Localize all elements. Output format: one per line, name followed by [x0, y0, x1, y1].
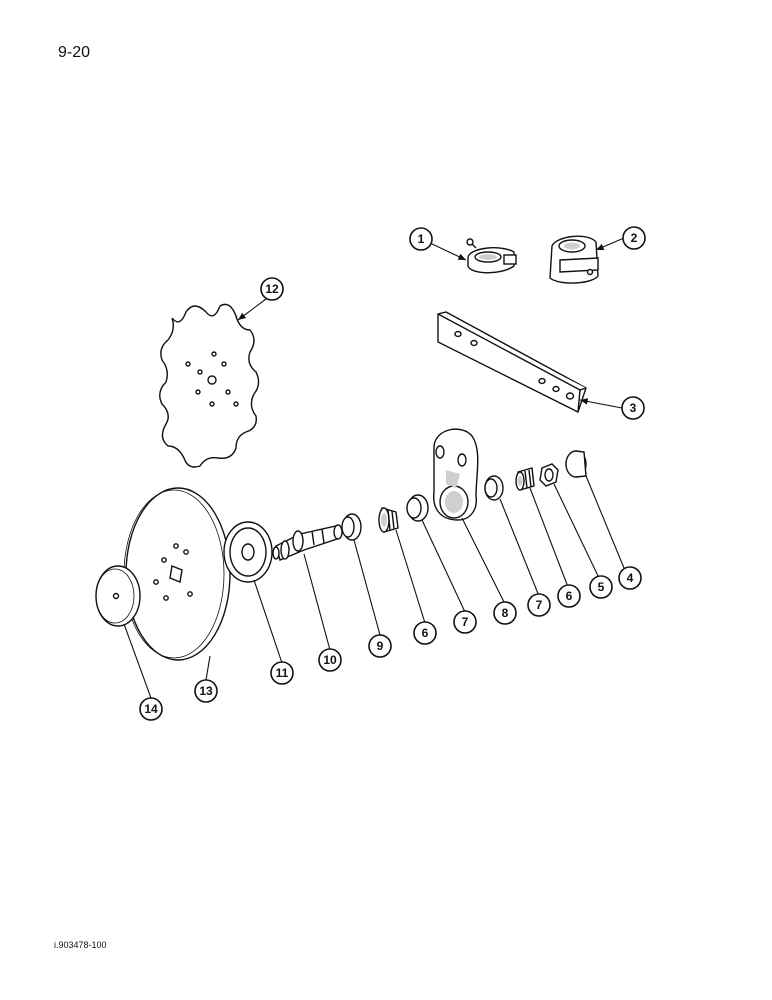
svg-text:10: 10 — [323, 653, 337, 667]
part-2-bracket — [549, 235, 599, 284]
part-3-flat-bar — [437, 311, 587, 413]
part-4-dust-cap — [565, 450, 587, 478]
svg-text:7: 7 — [536, 598, 543, 612]
svg-text:2: 2 — [631, 231, 638, 245]
callout-12: 12 — [260, 277, 284, 301]
callout-2: 2 — [622, 226, 646, 250]
svg-text:4: 4 — [627, 571, 634, 585]
svg-text:6: 6 — [566, 589, 573, 603]
part-12-notched-disc — [159, 303, 260, 468]
callout-11: 11 — [270, 661, 294, 685]
part-8-arm — [433, 428, 479, 521]
svg-text:5: 5 — [598, 580, 605, 594]
part-7-cup-right — [484, 475, 504, 501]
part-6-bearing-right — [515, 467, 535, 491]
callout-6-right: 6 — [557, 584, 581, 608]
svg-text:6: 6 — [422, 626, 429, 640]
part-5-nut — [539, 463, 559, 487]
svg-text:14: 14 — [144, 702, 158, 716]
svg-text:13: 13 — [199, 684, 213, 698]
svg-text:1: 1 — [418, 232, 425, 246]
callout-1: 1 — [409, 227, 433, 251]
callout-3: 3 — [621, 396, 645, 420]
part-10-spindle — [272, 524, 343, 561]
callout-4: 4 — [618, 566, 642, 590]
callout-14: 14 — [139, 697, 163, 721]
callout-10: 10 — [318, 648, 342, 672]
page-number: 9-20 — [58, 44, 91, 61]
leader-lines — [123, 237, 625, 699]
svg-text:7: 7 — [462, 615, 469, 629]
part-9-seal — [341, 513, 362, 541]
part-7-cup-left — [406, 494, 429, 522]
figure-id: i.903478-100 — [54, 940, 107, 950]
callout-13: 13 — [194, 679, 218, 703]
callout-5: 5 — [589, 575, 613, 599]
svg-text:3: 3 — [630, 401, 637, 415]
callout-9: 9 — [368, 634, 392, 658]
callout-6-left: 6 — [413, 621, 437, 645]
callout-8: 8 — [493, 601, 517, 625]
part-14-cap — [95, 565, 141, 627]
part-6-bearing-left — [378, 507, 399, 533]
part-1-collar — [466, 238, 517, 274]
svg-text:9: 9 — [377, 639, 384, 653]
part-11-hub — [223, 521, 273, 583]
part-13-smooth-disc — [123, 487, 231, 661]
callout-7-left: 7 — [453, 610, 477, 634]
svg-text:12: 12 — [265, 282, 279, 296]
callout-7-right: 7 — [527, 593, 551, 617]
svg-text:8: 8 — [502, 606, 509, 620]
svg-text:11: 11 — [276, 666, 289, 680]
